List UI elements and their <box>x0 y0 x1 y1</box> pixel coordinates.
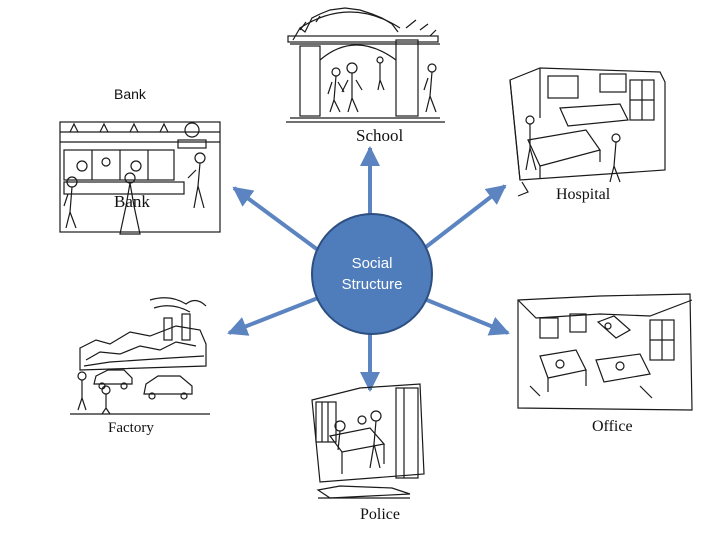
office-illustration <box>517 293 693 411</box>
office-caption: Office <box>592 418 633 435</box>
school-illustration <box>286 7 445 123</box>
factory-caption: Factory <box>108 420 154 436</box>
hospital-caption: Hospital <box>556 186 611 203</box>
arrow-to-hospital <box>420 184 507 252</box>
police-illustration <box>311 383 425 499</box>
bank-heading: Bank <box>114 86 146 102</box>
arrow-to-factory <box>227 296 319 336</box>
bank-illustration <box>59 121 221 235</box>
school-caption: School <box>356 126 404 145</box>
social-structure-circle <box>311 213 433 335</box>
factory-illustration <box>70 297 210 415</box>
hospital-illustration <box>509 67 666 197</box>
arrow-to-office <box>421 296 510 336</box>
police-caption: Police <box>360 506 400 523</box>
arrow-to-bank <box>232 186 320 252</box>
bank-caption: Bank <box>114 192 150 211</box>
